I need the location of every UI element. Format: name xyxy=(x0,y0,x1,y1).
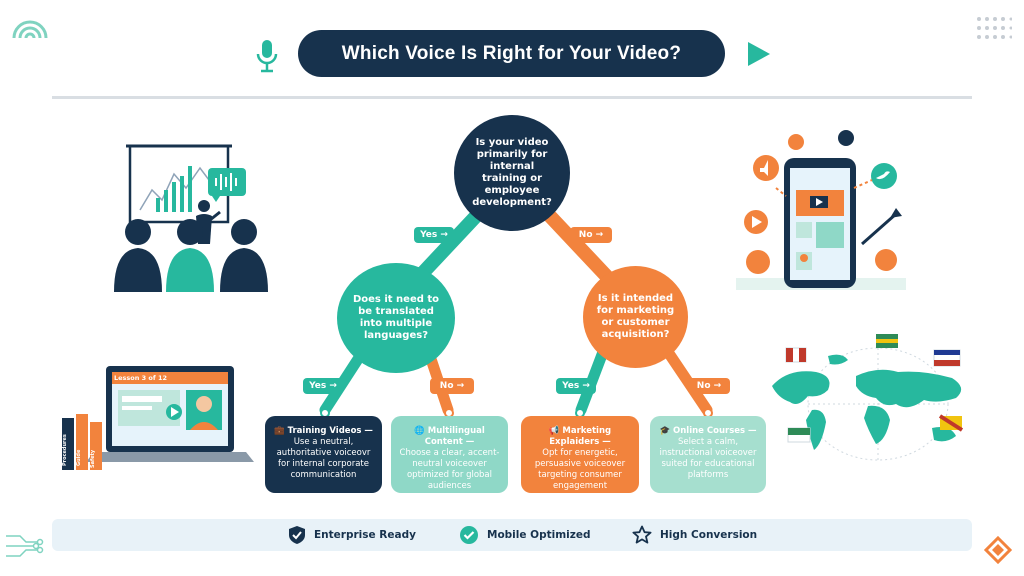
outcome-training-videos: 💼 Training Videos — Use a neutral, autho… xyxy=(265,416,382,493)
wifi-arc-icon xyxy=(12,20,48,39)
outcome-marketing-explainers: 📢 Marketing Explaiders — Opt for energet… xyxy=(521,416,639,493)
laptop-illustration xyxy=(62,366,254,470)
header-divider xyxy=(52,96,972,99)
outcome-body: Opt for energetic, persuasive voiceover … xyxy=(534,448,626,491)
smartphone-illustration xyxy=(736,130,906,290)
feature-high-conversion: High Conversion xyxy=(632,524,757,546)
outcome-title: Marketing Explaiders — xyxy=(549,426,612,447)
feature-mobile-optimized: Mobile Optimized xyxy=(459,524,591,546)
outcome-title: Online Courses — xyxy=(673,426,757,436)
feature-bar xyxy=(52,519,972,551)
feature-label: Enterprise Ready xyxy=(314,529,416,541)
page-title: Which Voice Is Right for Your Video? xyxy=(298,30,725,77)
laptop-lesson-label: Lesson 3 of 12 xyxy=(114,374,168,382)
left-no-tag: No → xyxy=(430,378,474,394)
left-yes-tag: Yes → xyxy=(303,378,343,394)
root-no-tag: No → xyxy=(570,227,612,243)
outcome-body: Select a calm, instructional voiceover s… xyxy=(659,437,757,480)
microphone-icon xyxy=(256,40,278,73)
right-no-tag: No → xyxy=(688,378,730,394)
outcome-title: Training Videos — xyxy=(287,426,373,436)
graduation-cap-icon: 🎓 xyxy=(659,426,673,436)
globe-icon: 🌐 xyxy=(414,426,428,436)
feature-enterprise-ready: Enterprise Ready xyxy=(288,524,416,546)
outcome-title: Multilingual Content — xyxy=(424,426,485,447)
megaphone-icon: 📢 xyxy=(548,426,563,436)
right-yes-tag: Yes → xyxy=(556,378,596,394)
book-spine-guide: Guide xyxy=(76,449,82,466)
outcome-multilingual-content: 🌐 Multilingual Content — Choose a clear,… xyxy=(391,416,508,493)
book-spine-procedures: Procedures xyxy=(62,434,68,466)
briefcase-icon: 💼 xyxy=(274,426,288,436)
question-translation: Does it need to be translated into multi… xyxy=(337,263,455,373)
feature-label: Mobile Optimized xyxy=(487,529,591,541)
root-yes-tag: Yes → xyxy=(414,227,454,243)
outcome-online-courses: 🎓 Online Courses — Select a calm, instru… xyxy=(650,416,766,493)
book-spine-safety: Safety xyxy=(90,449,96,468)
question-marketing: Is it intended for marketing or customer… xyxy=(583,266,688,368)
shield-check-icon xyxy=(289,526,305,544)
star-icon xyxy=(632,525,652,544)
outcome-body: Use a neutral, authoritative voiceovr fo… xyxy=(276,437,371,480)
presentation-illustration xyxy=(114,144,268,292)
dot-grid-icon xyxy=(977,17,1012,39)
check-circle-icon xyxy=(460,526,478,544)
question-root: Is your video primarily for internal tra… xyxy=(454,115,570,231)
feature-label: High Conversion xyxy=(660,529,758,541)
play-icon xyxy=(748,42,770,66)
world-map-illustration xyxy=(772,334,964,461)
diamond-icon xyxy=(984,536,1012,564)
circuit-icon xyxy=(6,535,44,557)
outcome-body: Choose a clear, accent-neutral voiceover… xyxy=(399,448,500,491)
